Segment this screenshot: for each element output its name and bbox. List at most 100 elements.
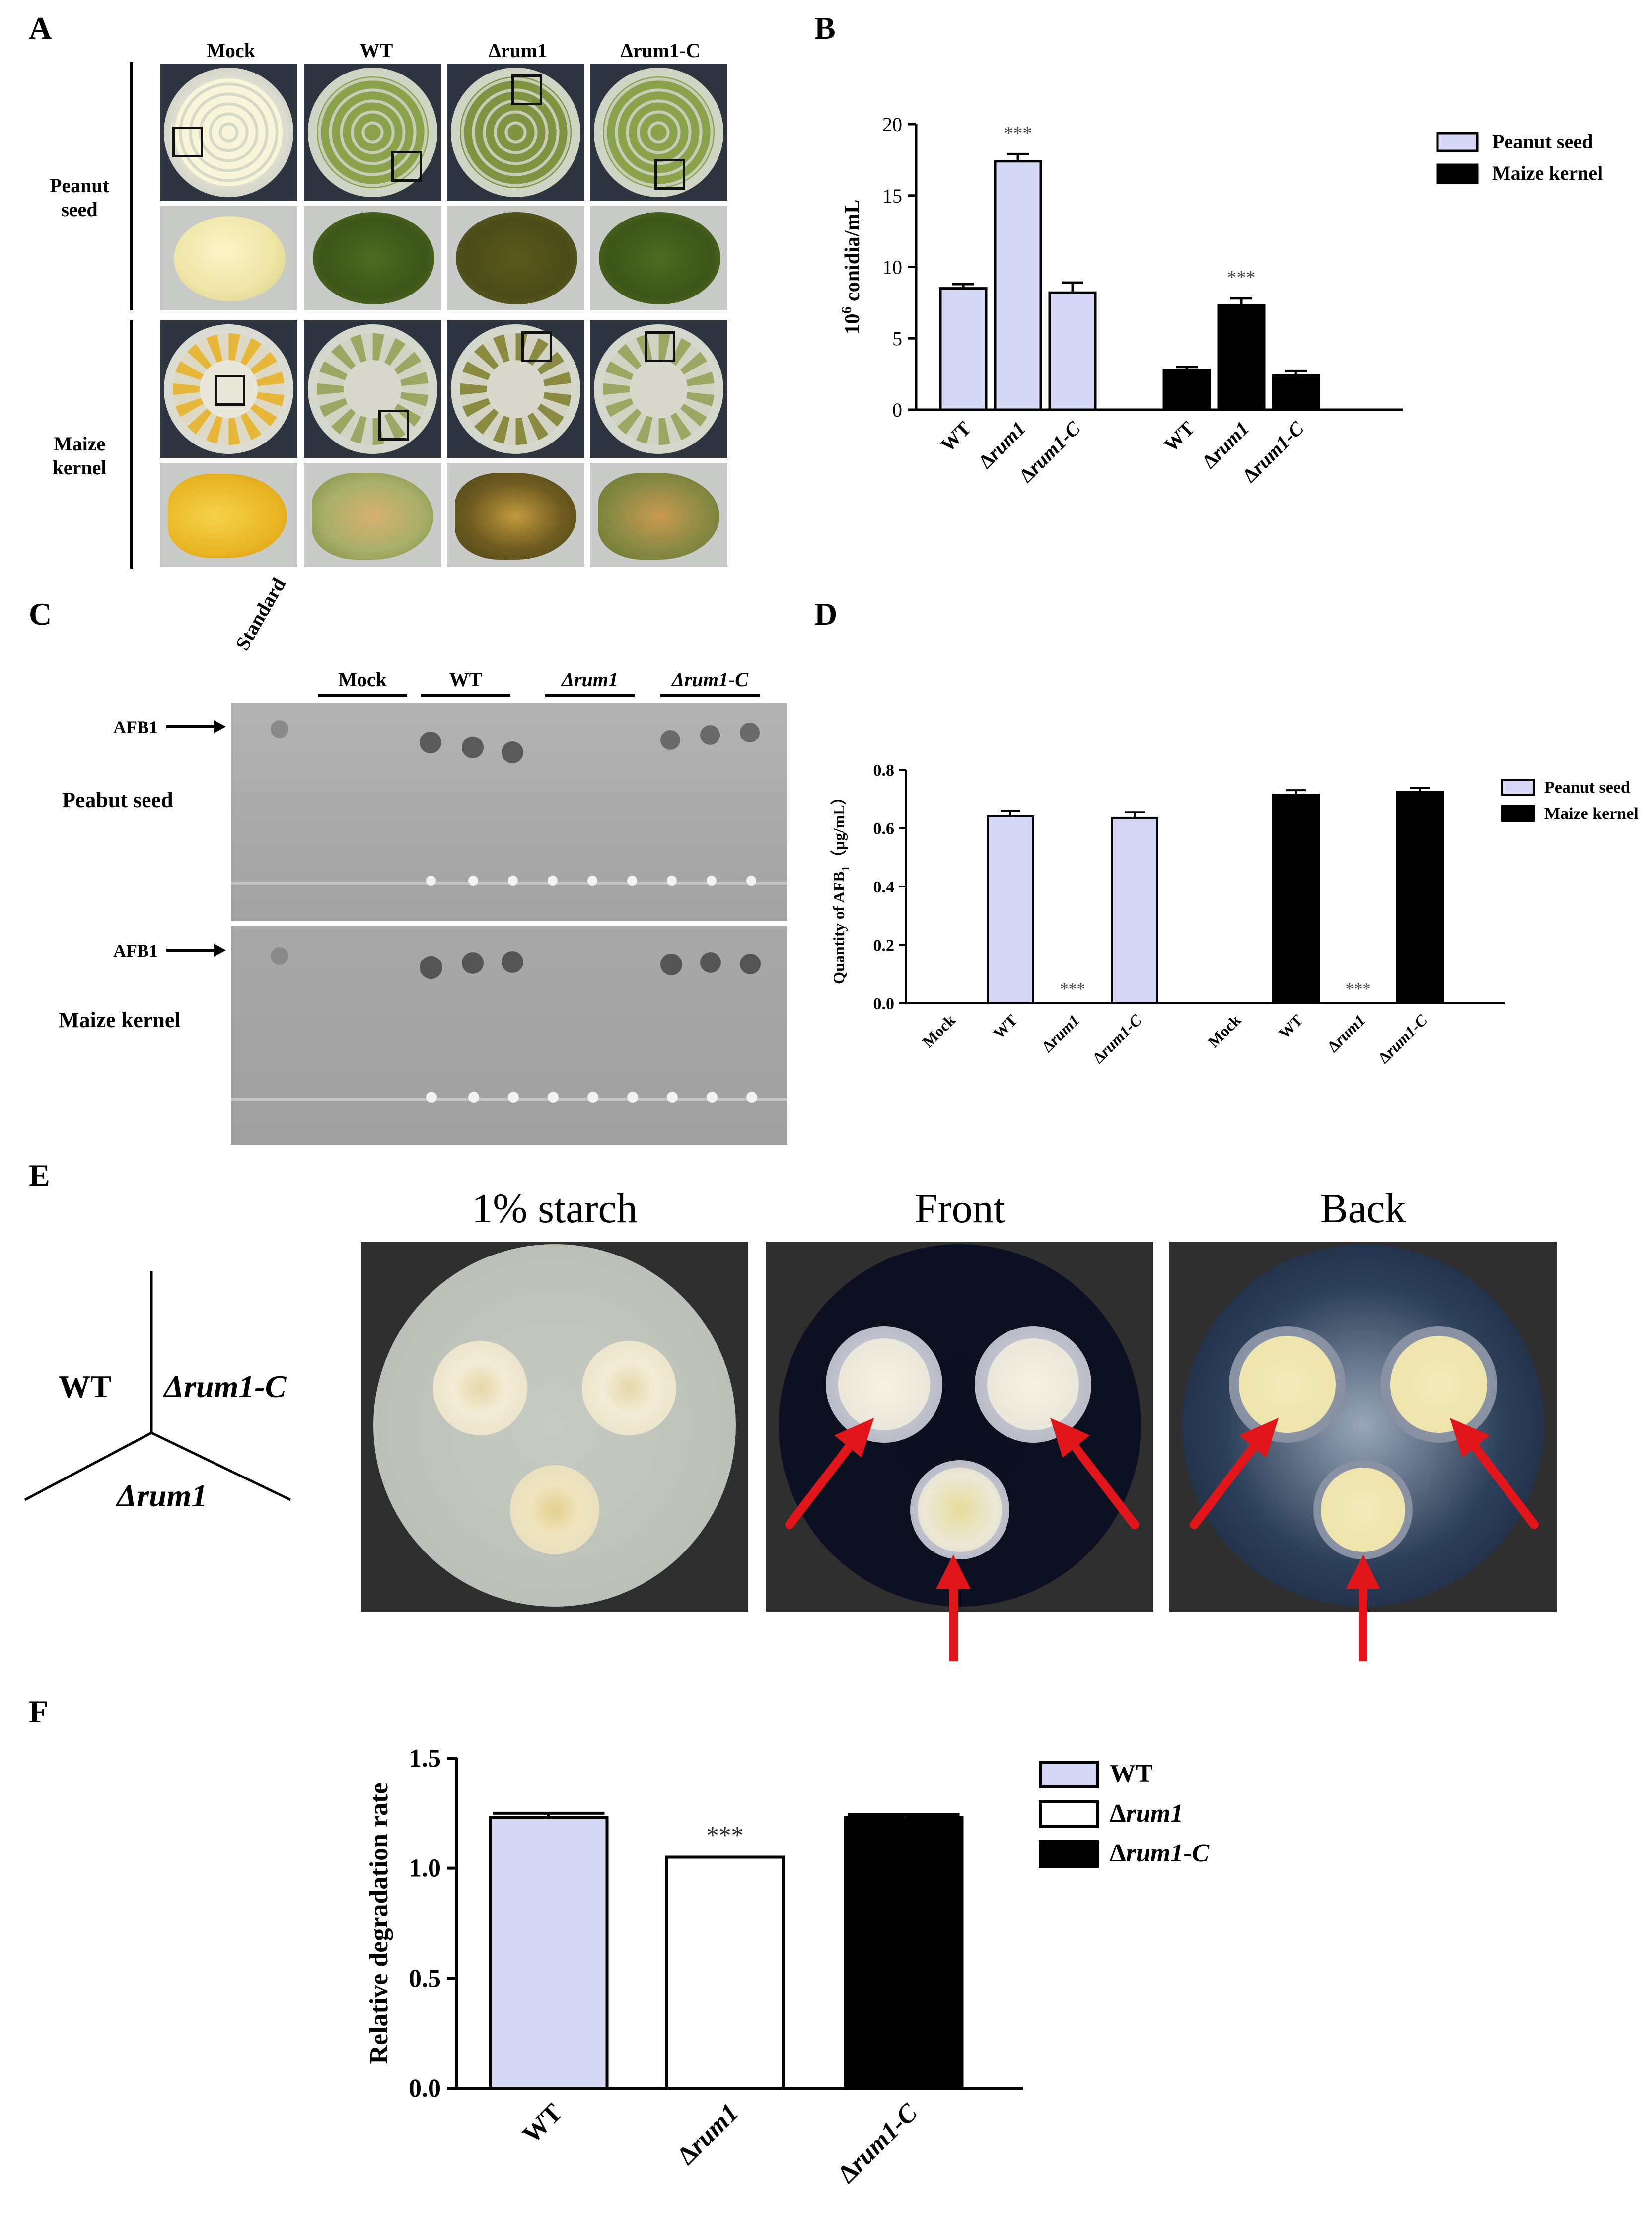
panel-letter-c: C xyxy=(29,596,52,632)
tlc-group-wt-line xyxy=(421,694,510,697)
diagram-label-rum1c: Δrum1-C xyxy=(164,1369,287,1404)
photo-maize-close-wt xyxy=(304,463,441,567)
chart-f-bar xyxy=(665,1855,785,2090)
tlc-afb1-label-1: AFB1 xyxy=(113,717,158,737)
red-arrow-back-bottom xyxy=(1346,1554,1380,1661)
chart-f-legend-label: Δrum1-C xyxy=(1110,1839,1210,1867)
chart-f-bar xyxy=(489,1816,609,2090)
chart-f-legend-swatch xyxy=(1039,1761,1099,1788)
chart-f-xtick-label: Δrum1-C xyxy=(833,2098,924,2189)
panel-letter-b: B xyxy=(814,10,836,46)
chart-d-ytick-label: 0.6 xyxy=(873,820,895,838)
chart-f-annotation: *** xyxy=(707,1821,744,1849)
panel-letter-d: D xyxy=(814,596,838,632)
tlc-row-label-maize: Maize kernel xyxy=(59,1008,181,1032)
tlc-group-mock-line xyxy=(318,694,407,697)
tlc-group-rum1c: Δrum1-C xyxy=(671,668,748,691)
chart-b-ytick-label: 20 xyxy=(882,113,902,136)
chart-d-xtick-label: Mock xyxy=(919,1011,959,1051)
chart-b-bar xyxy=(1162,369,1211,411)
row-bracket-peanut xyxy=(130,62,133,310)
chart-d-bar xyxy=(1272,793,1320,1004)
chart-b-legend-label-peanut: Peanut seed xyxy=(1492,130,1593,152)
photo-maize-dish-mock xyxy=(160,320,297,458)
col-label-wt: WT xyxy=(359,39,393,62)
chart-f-legend-label: WT xyxy=(1110,1760,1153,1788)
chart-b-xtick-label: Δrum1-C xyxy=(1015,417,1085,487)
chart-b-bar xyxy=(939,287,988,411)
chart-b-bar xyxy=(994,160,1042,411)
chart-b-ytick-label: 0 xyxy=(892,399,902,421)
chart-b-legend-swatch-maize xyxy=(1436,163,1479,184)
tlc-group-mock: Mock xyxy=(338,668,387,691)
chart-d-annotation: *** xyxy=(1346,980,1371,998)
tlc-group-rum1c-line xyxy=(660,694,760,697)
chart-d-ytick-label: 0.0 xyxy=(873,995,895,1013)
tlc-afb1-label-2: AFB1 xyxy=(113,941,158,960)
photo-maize-dish-wt xyxy=(304,320,441,458)
chart-b-ytick-label: 5 xyxy=(892,327,902,350)
chart-d-ytick-label: 0.8 xyxy=(873,761,895,780)
col-label-mock: Mock xyxy=(207,39,255,62)
diagram-label-rum1: Δrum1 xyxy=(117,1478,208,1513)
tlc-afb1-arrow-2 xyxy=(166,944,226,957)
chart-d-ytick-label: 0.4 xyxy=(873,878,895,896)
chart-d-xtick-label: Δrum1-C xyxy=(1089,1011,1145,1067)
photo-peanut-close-mock xyxy=(160,206,297,310)
chart-d-xtick-label: Mock xyxy=(1204,1011,1244,1051)
red-arrow-front-bottom xyxy=(936,1554,971,1661)
tlc-standard-label: Standard xyxy=(231,574,290,654)
chart-d-bar xyxy=(987,815,1034,1004)
chart-f-ylabel: Relative degradation rate xyxy=(365,1782,393,2064)
plate-photo-starch xyxy=(361,1242,748,1612)
tlc-group-wt: WT xyxy=(449,668,483,691)
chart-b-ylabel: 106 conidia/mL xyxy=(839,200,864,335)
chart-f-ytick-label: 0.0 xyxy=(409,2074,441,2103)
chart-d-legend-label-maize: Maize kernel xyxy=(1544,805,1639,823)
chart-f-ytick-label: 0.5 xyxy=(409,1964,441,1993)
chart-d-bar xyxy=(1396,791,1444,1004)
chart-d-xtick-label: Δrum1 xyxy=(1038,1011,1083,1055)
chart-b-xtick-label: Δrum1-C xyxy=(1238,417,1309,487)
tlc-afb1-arrow-1 xyxy=(166,720,226,733)
chart-d-legend-swatch-peanut xyxy=(1501,779,1535,796)
tlc-group-rum1: Δrum1 xyxy=(561,668,618,691)
photo-peanut-close-rum1c xyxy=(590,206,727,310)
plate-photo-back xyxy=(1169,1242,1557,1612)
chart-f-legend-swatch xyxy=(1039,1840,1099,1868)
col-label-rum1c: Δrum1-C xyxy=(620,39,701,62)
chart-f-legend-label: Δrum1 xyxy=(1110,1799,1183,1828)
tlc-row-label-peanut: Peabut seed xyxy=(62,788,173,812)
chart-b-bar xyxy=(1217,304,1266,411)
panel-letter-e: E xyxy=(29,1158,50,1193)
chart-b-legend-label-maize: Maize kernel xyxy=(1492,162,1603,184)
chart-d-xtick-label: WT xyxy=(990,1011,1021,1042)
chart-b-bar xyxy=(1048,291,1097,411)
panel-letter-a: A xyxy=(29,10,52,46)
chart-f-ytick-label: 1.5 xyxy=(409,1744,441,1773)
chart-d-annotation: *** xyxy=(1060,980,1085,998)
chart-b-legend-swatch-peanut xyxy=(1436,132,1479,152)
chart-d-xtick-label: Δrum1-C xyxy=(1374,1011,1431,1067)
chart-b-ytick-label: 15 xyxy=(882,185,902,207)
chart-b-ytick-label: 10 xyxy=(882,256,902,279)
plate-title-starch: 1% starch xyxy=(472,1185,638,1232)
photo-maize-close-mock xyxy=(160,463,297,567)
chart-d-xtick-label: Δrum1 xyxy=(1324,1011,1368,1055)
chart-d-ylabel: Quantity of AFB1（μg/mL） xyxy=(830,789,852,984)
photo-peanut-dish-wt xyxy=(304,64,441,201)
tlc-divider xyxy=(231,921,787,926)
strain-layout-diagram xyxy=(24,1271,291,1501)
photo-peanut-dish-rum1c xyxy=(590,64,727,201)
photo-maize-close-rum1c xyxy=(590,463,727,567)
chart-f-bar xyxy=(844,1816,964,2090)
tlc-plate-maize xyxy=(231,926,787,1145)
chart-f-ytick-label: 1.0 xyxy=(409,1854,441,1883)
panel-letter-f: F xyxy=(29,1694,49,1729)
tlc-plate-peanut xyxy=(231,703,787,921)
chart-b-annotation: *** xyxy=(1227,267,1256,288)
plate-title-front: Front xyxy=(914,1185,1006,1232)
